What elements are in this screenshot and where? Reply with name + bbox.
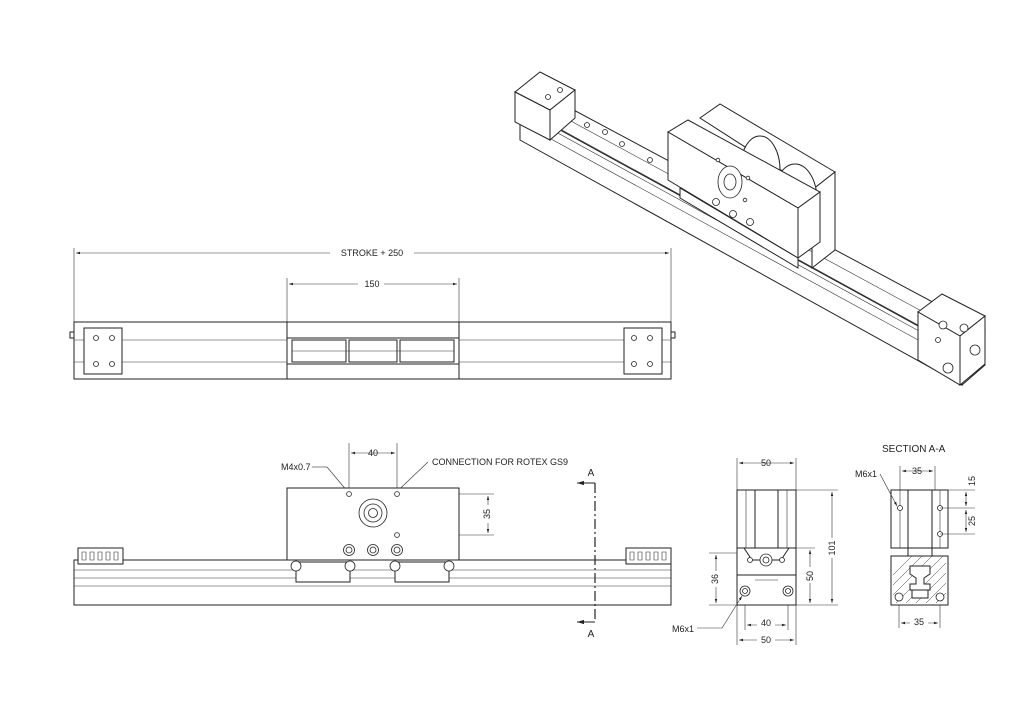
- end-bolt-note-label: M6x1: [672, 624, 694, 634]
- section-marker-top: A: [588, 468, 595, 479]
- section-marker-bottom: A: [588, 629, 595, 640]
- section-offset-top-label: 15: [967, 476, 977, 486]
- end-width-bottom-label: 50: [761, 635, 771, 645]
- front-view: 40 M4x0.7 CONNECTION FOR ROTEX GS9 35: [73, 443, 672, 640]
- section-view: SECTION A-A 35: [855, 444, 977, 628]
- section-width-top-label: 35: [912, 466, 922, 476]
- carriage-width-label: 150: [364, 279, 379, 289]
- section-offset-mid-label: 25: [967, 516, 977, 526]
- hole-spacing-label: 40: [368, 448, 378, 458]
- end-height-bolt-label: 36: [710, 574, 720, 584]
- end-height-lower-label: 50: [805, 571, 815, 581]
- thread-note-label: M4x0.7: [281, 462, 311, 472]
- section-title-label: SECTION A-A: [882, 444, 946, 455]
- end-height-total-label: 101: [827, 540, 837, 555]
- stroke-dimension-label: STROKE + 250: [341, 248, 403, 258]
- end-width-top-label: 50: [761, 458, 771, 468]
- section-bolt-note-label: M6x1: [855, 469, 877, 479]
- end-view: 50 101 50 36 40: [672, 458, 838, 645]
- vertical-spacing-label: 35: [482, 509, 492, 519]
- connection-note-label: CONNECTION FOR ROTEX GS9: [432, 457, 568, 467]
- end-bolt-spacing-label: 40: [761, 618, 771, 628]
- top-view: STROKE + 250 150: [69, 245, 676, 380]
- isometric-view: [514, 71, 986, 387]
- section-width-bottom-label: 35: [914, 617, 924, 627]
